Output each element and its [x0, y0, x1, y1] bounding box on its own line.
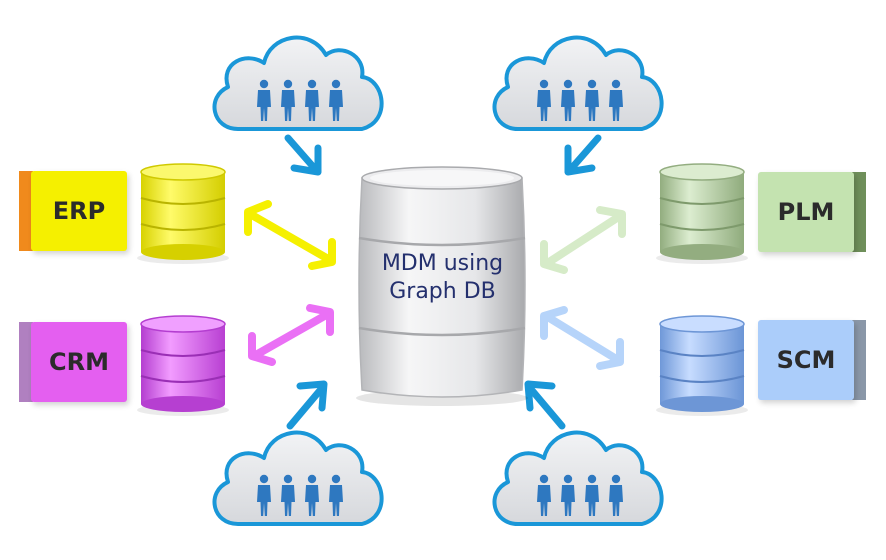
- user-cloud-bottom-right: [495, 433, 662, 524]
- arrow-icon: [284, 134, 322, 176]
- scm-label: SCM: [758, 320, 854, 400]
- scm-accent: [852, 320, 866, 400]
- arrow-icon: [524, 380, 566, 430]
- arrow-icon: [286, 380, 328, 430]
- arrow-icon: [564, 134, 602, 176]
- double-arrow-plm: [540, 206, 626, 274]
- plm-database-icon: [656, 163, 748, 264]
- crm-database-icon: [137, 315, 229, 416]
- double-arrow-crm: [248, 304, 334, 366]
- user-cloud-top-left: [215, 38, 382, 129]
- double-arrow-scm: [540, 306, 624, 370]
- central-label-line-1: MDM using: [381, 251, 504, 276]
- plm-label: PLM: [758, 172, 854, 252]
- central-database-icon: [356, 166, 528, 406]
- cloud-icon: [495, 38, 662, 129]
- crm-label: CRM: [31, 322, 127, 402]
- cloud-icon: [495, 433, 662, 524]
- erp-label: ERP: [31, 171, 127, 251]
- cloud-icon: [215, 38, 382, 129]
- cloud-icon: [215, 433, 382, 524]
- erp-database-icon: [137, 163, 229, 264]
- user-cloud-top-right: [495, 38, 662, 129]
- central-label-line-2: Graph DB: [389, 279, 496, 304]
- scm-database-icon: [656, 315, 748, 416]
- erp-accent: [19, 171, 33, 251]
- central-database-label: MDM using Graph DB: [365, 250, 520, 306]
- crm-accent: [19, 322, 33, 402]
- user-cloud-bottom-left: [215, 433, 382, 524]
- plm-accent: [852, 172, 866, 252]
- double-arrow-erp: [244, 200, 336, 270]
